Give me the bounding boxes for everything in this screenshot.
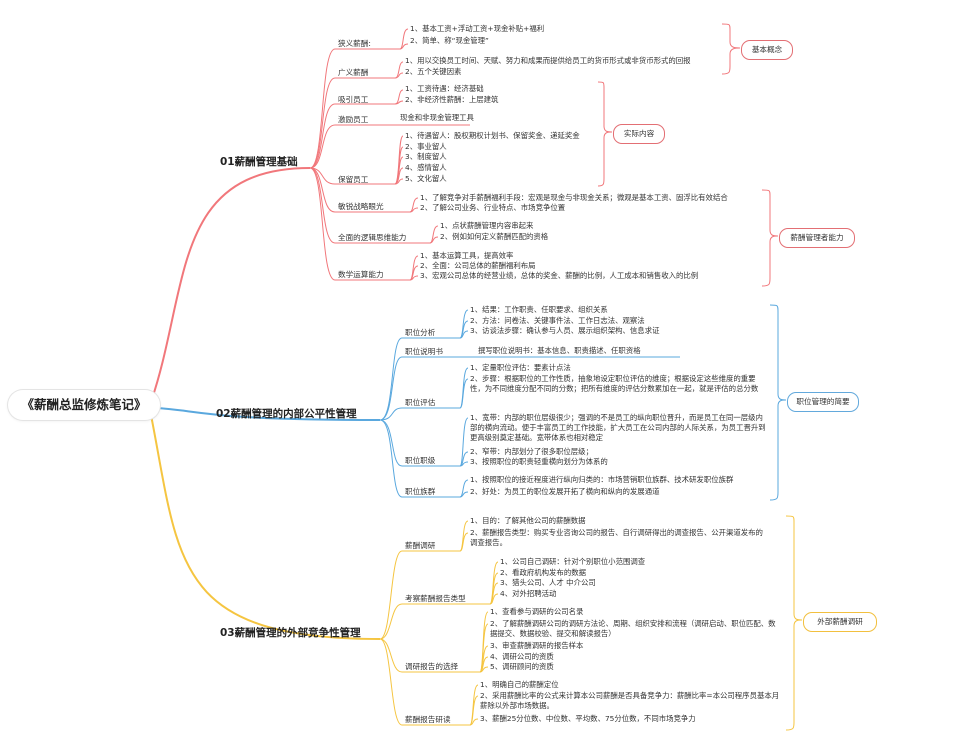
node-item: 2、非经济性薪酬：上层建筑 <box>405 95 499 104</box>
summary-tag[interactable]: 实际内容 <box>613 124 665 144</box>
node-item: 3、薪酬25分位数、中位数、平均数、75分位数，不同市场竞争力 <box>480 714 696 723</box>
node-label[interactable]: 全面的逻辑思维能力 <box>338 233 407 242</box>
node-label[interactable]: 广义薪酬 <box>338 68 369 77</box>
node-label[interactable]: 激励员工 <box>338 115 369 124</box>
node-item: 1、基本运算工具，提高效率 <box>420 251 514 260</box>
node-item: 1、定量职位评估：要素计点法 <box>470 363 571 372</box>
section-03-connectors <box>379 515 803 731</box>
node-item: 撰写职位说明书：基本信息、职责描述、任职资格 <box>478 346 641 355</box>
branch-line-01 <box>149 167 311 406</box>
node-item: 2、五个关键因素 <box>405 67 462 76</box>
node-item: 2、全面：公司总体的薪酬福利布局 <box>420 261 536 270</box>
node-item: 2、看政府机构发布的数据 <box>500 568 587 577</box>
branch-line-03 <box>149 409 381 640</box>
node-item: 5、调研顾问的资质 <box>490 662 554 671</box>
root-topic[interactable]: 《薪酬总监修炼笔记》 <box>8 390 160 420</box>
node-item: 1、点状薪酬管理内容串起来 <box>440 221 534 230</box>
section-02-title[interactable]: 02薪酬管理的内部公平性管理 <box>216 408 357 420</box>
node-item: 3、审查薪酬调研的报告样本 <box>490 641 584 650</box>
node-item: 2、了解薪酬调研公司的调研方法论、周期、组织安排和流程（调研启动、职位匹配、数据… <box>490 619 776 638</box>
node-label[interactable]: 保留员工 <box>338 175 369 184</box>
node-label[interactable]: 敏锐战略眼光 <box>338 202 384 211</box>
node-item: 1、用以交换员工时间、天赋、努力和成果而提供给员工的货币形式或非货币形式的回报 <box>405 56 691 65</box>
node-item: 1、结果：工作职责、任职要求、组织关系 <box>470 305 608 314</box>
summary-tag[interactable]: 薪酬管理者能力 <box>779 228 855 248</box>
node-label[interactable]: 职位说明书 <box>405 347 443 356</box>
node-item: 1、待遇留人：股权期权计划书、保留奖金、递延奖金 <box>405 131 580 140</box>
node-label[interactable]: 职位分析 <box>405 328 436 337</box>
section-03-title[interactable]: 03薪酬管理的外部竞争性管理 <box>220 627 361 639</box>
section-02-connectors <box>379 304 787 501</box>
node-label[interactable]: 薪酬调研 <box>405 541 436 550</box>
node-item: 2、薪酬报告类型：购买专业咨询公司的报告、自行调研得出的调查报告、公开渠道发布的… <box>470 528 763 547</box>
node-item: 1、了解竞争对手薪酬福利手段：宏观是现金与非现金关系；微观是基本工资、固浮比有效… <box>420 193 728 202</box>
summary-tag[interactable]: 外部薪酬调研 <box>803 612 877 632</box>
node-label[interactable]: 数学运算能力 <box>338 270 384 279</box>
node-item: 4、对外招聘活动 <box>500 589 557 598</box>
node-item: 3、宏观公司总体的经营业绩，总体的奖金、薪酬的比例，人工成本和销售收入的比例 <box>420 271 699 280</box>
node-item: 2、采用薪酬比率的公式来计算本公司薪酬是否具备竞争力：薪酬比率=本公司程序员基本… <box>480 691 780 710</box>
node-item: 2、方法：问卷法、关键事件法、工作日志法、观察法 <box>470 316 645 325</box>
node-label[interactable]: 狭义薪酬: <box>338 39 371 48</box>
node-item: 现金和非现金管理工具 <box>400 113 474 122</box>
summary-tag[interactable]: 职位管理的简要 <box>787 392 859 412</box>
section-01-title[interactable]: 01薪酬管理基础 <box>220 156 298 168</box>
node-item: 2、简单、称“现金管理” <box>410 36 489 45</box>
node-item: 1、工资待遇：经济基础 <box>405 84 484 93</box>
node-item: 3、制度留人 <box>405 152 447 161</box>
node-item: 1、目的：了解其他公司的薪酬数据 <box>470 516 586 525</box>
node-item: 1、按照职位的接近程度进行纵向归类的：市场营销职位族群、技术研发职位族群 <box>470 475 734 484</box>
section-01-connectors <box>309 23 779 287</box>
node-item: 1、明确自己的薪酬定位 <box>480 680 559 689</box>
node-label[interactable]: 职位职级 <box>405 456 436 465</box>
node-item: 2、步骤：根据职位的工作性质，抽象地设定职位评估的维度；根据设定这些维度的重要性… <box>470 374 759 393</box>
node-item: 3、猎头公司、人才 中介公司 <box>500 578 596 587</box>
branch-line-02 <box>154 407 381 421</box>
node-item: 5、文化留人 <box>405 174 447 183</box>
node-label[interactable]: 职位评估 <box>405 398 436 407</box>
node-label[interactable]: 职位族群 <box>405 487 436 496</box>
node-label[interactable]: 吸引员工 <box>338 95 369 104</box>
node-item: 1、公司自己调研：针对个别职位小范围调查 <box>500 557 646 566</box>
node-item: 1、查看参与调研的公司名录 <box>490 607 584 616</box>
node-item: 3、按照职位的职责轻重横向划分为体系的 <box>470 457 608 466</box>
node-item: 1、基本工资+浮动工资+现金补贴+福利 <box>410 24 545 33</box>
node-item: 2、好处：为员工的职位发展开拓了横向和纵向的发展通道 <box>470 487 660 496</box>
node-item: 2、事业留人 <box>405 142 447 151</box>
node-item: 2、了解公司业务、行业特点、市场竞争位置 <box>420 203 566 212</box>
node-item: 2、例如如何定义薪酬匹配的资格 <box>440 232 549 241</box>
node-item: 3、访谈法步骤：确认参与人员、展示组织架构、信息求证 <box>470 326 660 335</box>
summary-tag[interactable]: 基本概念 <box>741 40 793 60</box>
node-item: 4、感情留人 <box>405 163 447 172</box>
node-item: 2、窄带：内部划分了很多职位层级； <box>470 447 593 456</box>
node-item: 4、调研公司的资质 <box>490 652 554 661</box>
node-label[interactable]: 考察薪酬报告类型 <box>405 594 466 603</box>
node-label[interactable]: 薪酬报告研读 <box>405 715 451 724</box>
node-item: 1、宽带：内部的职位层级很少；强调的不是员工的纵向职位晋升，而是员工在同一层级内… <box>470 413 766 442</box>
node-label[interactable]: 调研报告的选择 <box>405 662 459 671</box>
